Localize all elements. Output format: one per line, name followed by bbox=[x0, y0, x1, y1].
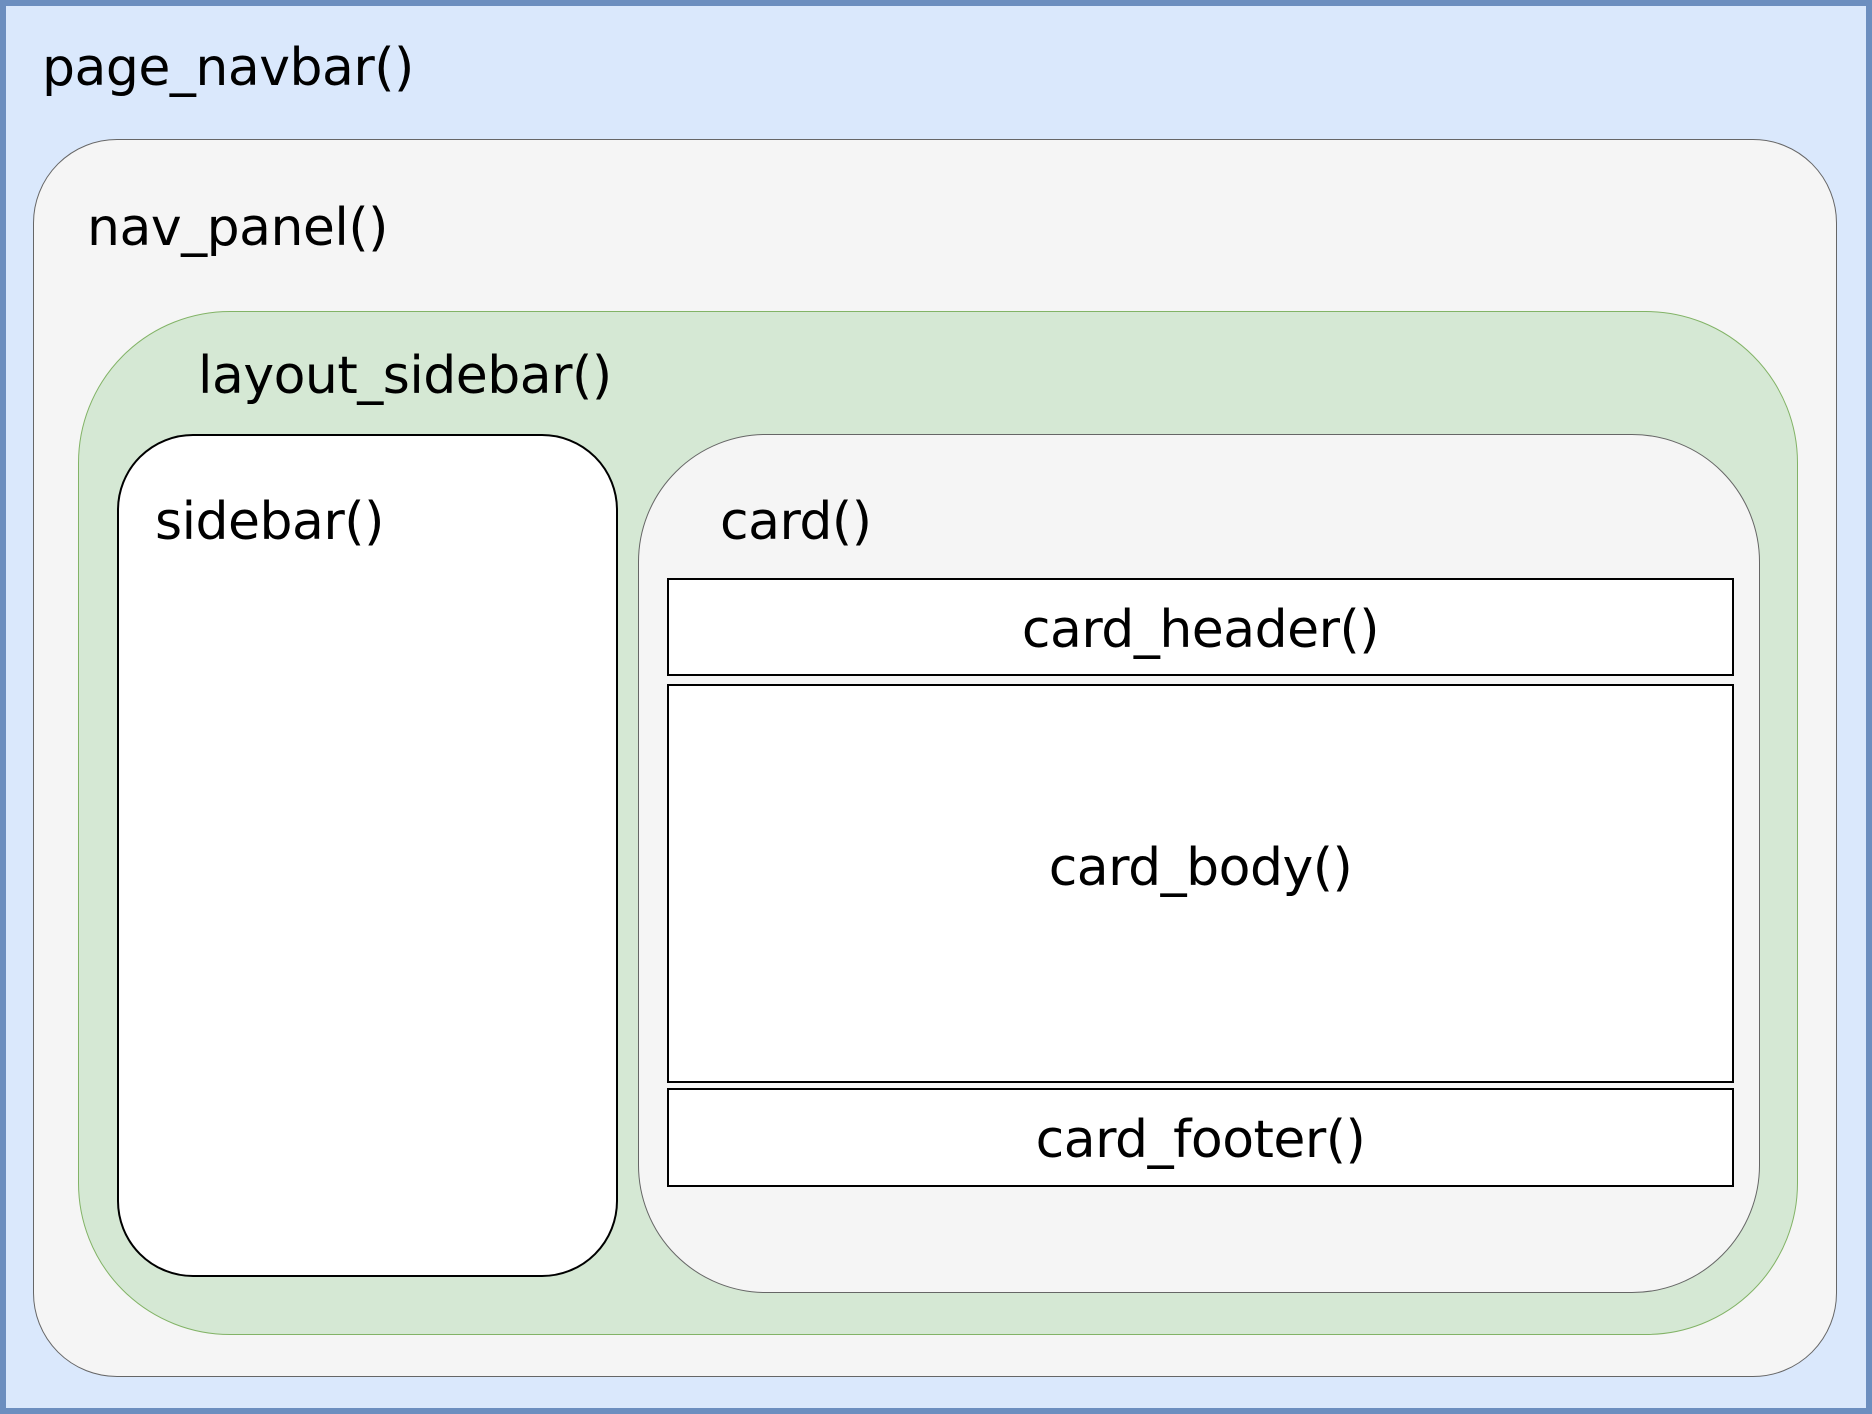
sidebar-label: sidebar() bbox=[155, 492, 384, 552]
card-header-box: card_header() bbox=[667, 578, 1734, 676]
card-body-box: card_body() bbox=[667, 684, 1734, 1083]
card-footer-label: card_footer() bbox=[1035, 1110, 1366, 1170]
card-body-label: card_body() bbox=[1048, 838, 1353, 898]
nav-panel-label: nav_panel() bbox=[87, 198, 388, 258]
page-navbar-label: page_navbar() bbox=[42, 38, 414, 98]
card-label: card() bbox=[720, 492, 872, 552]
card-footer-box: card_footer() bbox=[667, 1088, 1734, 1187]
sidebar-box bbox=[117, 434, 618, 1277]
layout-sidebar-label: layout_sidebar() bbox=[198, 346, 612, 406]
card-header-label: card_header() bbox=[1021, 600, 1380, 660]
